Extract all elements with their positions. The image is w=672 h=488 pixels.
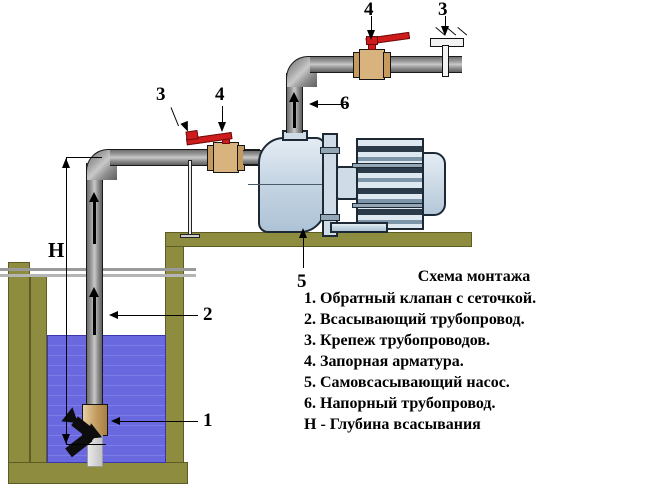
legend-item: Н - Глубина всасывания (304, 416, 481, 433)
pipe-support-post (188, 160, 192, 236)
motor-fin (358, 178, 422, 182)
callout-arrow-icon (309, 100, 318, 108)
motor-fin (358, 146, 422, 152)
flow-arrow-up-icon (93, 295, 96, 335)
callout-arrow-icon (441, 26, 449, 36)
callout-valve-lower: 4 (215, 84, 225, 105)
motor-fin (358, 157, 422, 161)
callout-leader-line (318, 104, 346, 105)
motor-foot (330, 222, 388, 233)
well-wall-right-inner (165, 246, 184, 471)
pump-volute-body (258, 137, 326, 233)
callout-arrow-icon (109, 311, 118, 319)
motor-tie-rod-top (352, 163, 428, 168)
depth-dim-arrow-down-icon (62, 434, 70, 444)
valve-upper-collar-right (383, 52, 391, 78)
depth-dim-line (66, 157, 67, 444)
motor-fin (358, 199, 422, 203)
flow-arrow-up-icon (89, 192, 99, 202)
motor-fin (358, 220, 422, 224)
callout-suction-pipe: 2 (203, 304, 213, 325)
callout-clamp-upper: 3 (438, 0, 448, 20)
motor-fin (358, 167, 422, 173)
callout-discharge-pipe: 6 (340, 93, 350, 114)
bracket-bolt-top (320, 147, 340, 154)
motor-fin (358, 209, 422, 215)
pump-shaft-coupling (336, 166, 358, 200)
flow-arrow-up-icon (89, 287, 99, 297)
motor-fan-cover (422, 152, 446, 216)
motor-tie-rod-bottom (352, 203, 428, 208)
bracket-bolt-bottom (320, 214, 340, 221)
depth-dim-bottom-tick (66, 444, 106, 445)
well-wall-left-inner (30, 275, 47, 471)
callout-leader-line (170, 107, 179, 127)
pipe-clamp-upper-stem (442, 45, 449, 77)
pump-base-platform (165, 232, 472, 247)
callout-arrow-icon (299, 228, 307, 238)
legend-item: 3. Крепеж трубопроводов. (304, 332, 490, 349)
callout-leader-line (120, 421, 198, 422)
legend-item: 6. Напорный трубопровод. (304, 395, 496, 412)
callout-leader-line (371, 16, 372, 36)
callout-clamp-lower: 3 (156, 84, 166, 105)
legend-item: 1. Обратный клапан с сеточкой. (304, 290, 537, 307)
legend-item: 2. Всасывающий трубопровод. (304, 311, 525, 328)
valve-lower-body (213, 142, 239, 173)
callout-arrow-icon (111, 417, 120, 425)
legend-block: Схема монтажа 1. Обратный клапан с сеточ… (304, 268, 644, 435)
callout-leader-line (303, 238, 304, 268)
callout-valve-upper: 4 (364, 0, 374, 20)
legend-item: 5. Самовсасывающий насос. (304, 374, 510, 391)
callout-leader-line (445, 16, 446, 30)
callout-leader-line (118, 315, 198, 316)
flow-arrow-up-icon (293, 100, 296, 128)
valve-upper-body (359, 49, 385, 80)
flow-arrow-up-icon (289, 92, 299, 102)
callout-pump: 5 (297, 271, 307, 292)
callout-arrow-icon (367, 30, 375, 40)
flow-arrow-up-icon (93, 200, 96, 244)
legend-item: 4. Запорная арматура. (304, 353, 464, 370)
depth-dim-top-tick (66, 157, 102, 158)
callout-leader-line (222, 106, 223, 128)
legend-title: Схема монтажа (417, 268, 531, 285)
callout-arrow-icon (218, 122, 226, 132)
callout-depth-h: Н (48, 238, 65, 262)
callout-foot-valve: 1 (203, 410, 213, 431)
motor-fin (358, 188, 422, 194)
well-wall-left (8, 262, 30, 484)
motor-housing (356, 138, 424, 230)
pipe-support-post-foot (180, 234, 200, 238)
depth-dim-arrow-up-icon (62, 158, 70, 168)
wall-hatch-icon (457, 27, 468, 36)
